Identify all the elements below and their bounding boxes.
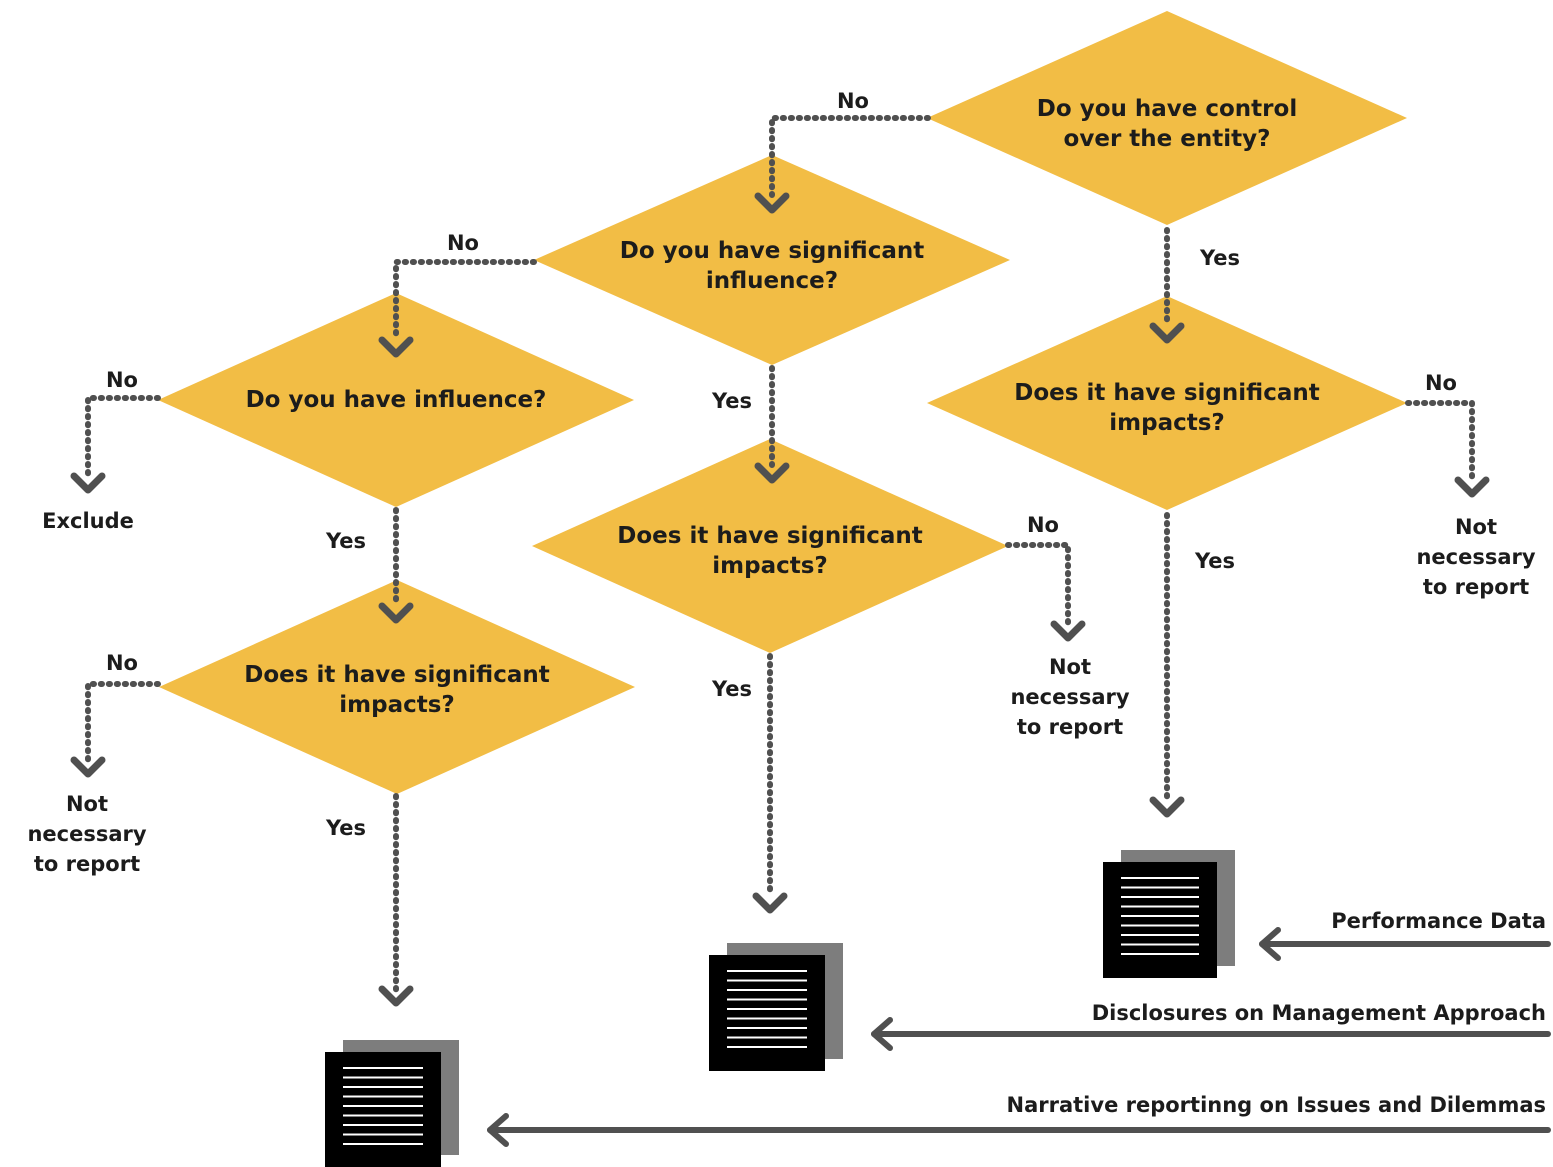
arrowhead-input [871, 1017, 893, 1051]
outcome-not-necessary: Not [66, 792, 108, 816]
arrowhead-input [1259, 927, 1281, 961]
branch-label-yes: Yes [325, 529, 366, 553]
branch-label-yes: Yes [711, 677, 752, 701]
decision-shape [927, 296, 1407, 510]
decision-question: Do you have significant [620, 238, 924, 264]
arrowhead-influence-no [70, 472, 106, 494]
arrowhead-impacts-sig-yes [752, 892, 788, 914]
arrowhead-impacts-influence-yes [378, 985, 414, 1007]
connector-impacts-influence-no [85, 681, 161, 765]
document-front-page [1103, 862, 1217, 978]
report-document-icon [325, 1040, 459, 1167]
report-document-icon [1103, 850, 1235, 978]
outcome-exclude: Exclude [42, 509, 134, 533]
document-front-page [325, 1052, 441, 1167]
connector-influence-no [85, 395, 161, 481]
outcome-not-necessary: to report [34, 852, 140, 876]
decision-question: Does it have significant [244, 662, 549, 688]
branch-label-no: No [106, 368, 138, 392]
decision-question: Does it have significant [1014, 380, 1319, 406]
arrowhead-impacts-control-no [1454, 476, 1490, 498]
arrowhead-influence-yes [378, 602, 414, 624]
decision-question: Do you have control [1037, 96, 1297, 122]
decision-question: over the entity? [1064, 126, 1271, 152]
decision-question: impacts? [339, 692, 455, 718]
document-front-page [709, 955, 825, 1071]
outcome-not-necessary: Not [1049, 655, 1091, 679]
input-label-narrative: Narrative reportinng on Issues and Dilem… [1007, 1093, 1546, 1117]
decision-question: impacts? [712, 553, 828, 579]
decision-impacts-control: Does it have significant impacts? [927, 296, 1407, 510]
branch-label-yes: Yes [711, 389, 752, 413]
outcome-not-necessary: to report [1423, 575, 1529, 599]
connector-control-no [769, 115, 931, 198]
decision-question: Do you have influence? [246, 387, 547, 413]
decision-impacts-influence: Does it have significant impacts? [159, 580, 635, 794]
input-label-dma: Disclosures on Management Approach [1092, 1001, 1546, 1025]
arrowhead-control-no [754, 192, 790, 214]
outcome-not-necessary: necessary [27, 822, 146, 846]
arrowhead-input [487, 1113, 509, 1147]
branch-label-yes: Yes [1199, 246, 1240, 270]
decision-question: influence? [706, 268, 838, 294]
arrowhead-impacts-control-yes [1149, 796, 1185, 818]
decision-control: Do you have control over the entity? [927, 11, 1407, 225]
branch-label-yes: Yes [1194, 549, 1235, 573]
branch-label-no: No [1027, 513, 1059, 537]
decision-impacts-sig-influence: Does it have significant impacts? [532, 439, 1008, 653]
arrowhead-impacts-sig-no [1050, 620, 1086, 642]
arrowhead-control-yes [1149, 322, 1185, 344]
connector-impacts-sig-no [1005, 542, 1071, 628]
arrowhead-sig-influence-no [378, 336, 414, 358]
decision-shape [532, 439, 1008, 653]
decision-shape [158, 293, 634, 507]
connector-impacts-control-no [1405, 400, 1475, 483]
arrowhead-impacts-influence-no [70, 756, 106, 778]
branch-label-no: No [837, 89, 869, 113]
connector-sig-influence-no [393, 259, 537, 341]
branch-label-yes: Yes [325, 816, 366, 840]
outcome-not-necessary: Not [1455, 515, 1497, 539]
decision-shape [534, 155, 1010, 365]
decision-question: Does it have significant [617, 523, 922, 549]
report-document-icon [709, 943, 843, 1071]
branch-label-no: No [447, 231, 479, 255]
decision-influence: Do you have influence? [158, 293, 634, 507]
decision-shape [159, 580, 635, 794]
arrowhead-sig-influence-yes [754, 462, 790, 484]
input-label-performance-data: Performance Data [1331, 909, 1546, 933]
outcome-not-necessary: necessary [1416, 545, 1535, 569]
decision-significant-influence: Do you have significant influence? [534, 155, 1010, 365]
outcome-not-necessary: necessary [1010, 685, 1129, 709]
branch-label-no: No [106, 651, 138, 675]
decision-shape [927, 11, 1407, 225]
decision-question: impacts? [1109, 410, 1225, 436]
branch-label-no: No [1425, 371, 1457, 395]
outcome-not-necessary: to report [1017, 715, 1123, 739]
